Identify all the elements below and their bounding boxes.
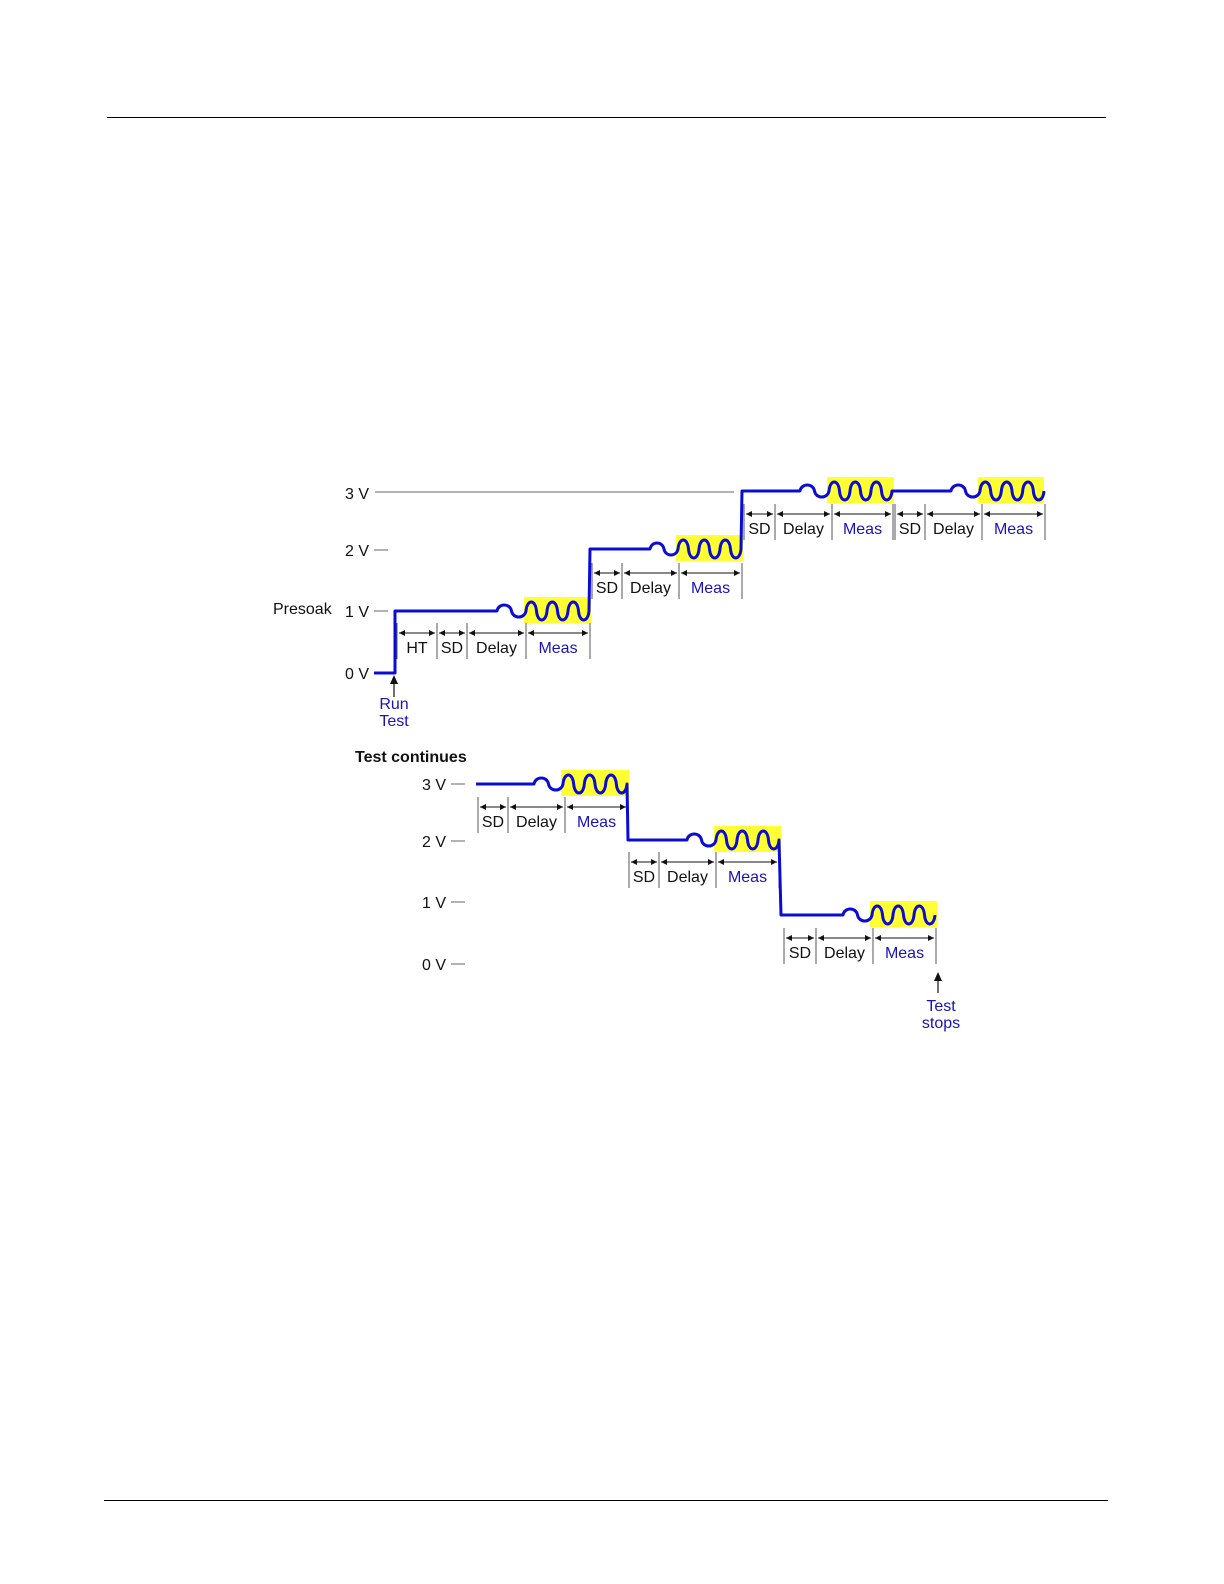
bottom-timing-2v-seg-0-arrow-left-icon xyxy=(631,859,637,865)
top-timing-3v-b-seg-1-label: Delay xyxy=(933,521,974,538)
top-timing-3v-b-seg-2-arrow-left-icon xyxy=(984,511,990,517)
bottom-axis-label-1v: 1 V xyxy=(422,895,446,912)
top-timing-2v-seg-2-arrow-left-icon xyxy=(681,570,687,576)
bottom-axis-label-2v: 2 V xyxy=(422,834,446,851)
top-timing-3v-a-seg-1-arrow-right-icon xyxy=(824,511,830,517)
top-timing-3v-a-seg-0-label: SD xyxy=(748,521,770,538)
top-timing-1v-seg-3-label: Meas xyxy=(538,640,577,657)
bottom-timing-2v-seg-2-label: Meas xyxy=(728,869,767,886)
top-timing-3v-b-seg-1-arrow-left-icon xyxy=(927,511,933,517)
top-timing-1v-seg-2-label: Delay xyxy=(476,640,517,657)
bottom-timing-1v-seg-0-arrow-right-icon xyxy=(808,935,814,941)
bottom-axis-label-0v: 0 V xyxy=(422,957,446,974)
bottom-timing-2v-seg-0-label: SD xyxy=(633,869,655,886)
bottom-timing-2v-seg-1-arrow-right-icon xyxy=(708,859,714,865)
top-timing-1v-seg-1-arrow-right-icon xyxy=(459,630,465,636)
bottom-timing-1v-seg-1-label: Delay xyxy=(824,945,865,962)
top-timing-1v-seg-2-arrow-right-icon xyxy=(518,630,524,636)
top-axis-label-2v: 2 V xyxy=(345,543,369,560)
top-axis-label-0v: 0 V xyxy=(345,666,369,683)
bottom-timing-3v-seg-1-arrow-right-icon xyxy=(557,804,563,810)
top-timing-3v-a-seg-1-arrow-left-icon xyxy=(777,511,783,517)
top-timing-1v-seg-1-arrow-left-icon xyxy=(439,630,445,636)
top-timing-2v-seg-1-arrow-left-icon xyxy=(624,570,630,576)
top-timing-1v-seg-0-label: HT xyxy=(406,640,428,657)
bottom-timing-3v-seg-0-arrow-right-icon xyxy=(500,804,506,810)
top-timing-3v-b-seg-0-label: SD xyxy=(899,521,921,538)
bottom-timing-1v-seg-2-arrow-right-icon xyxy=(928,935,934,941)
test-stops-arrow-icon xyxy=(934,972,942,981)
bottom-axis-label-3v: 3 V xyxy=(422,777,446,794)
test-continues-heading: Test continues xyxy=(355,749,467,766)
top-timing-2v-seg-0-arrow-left-icon xyxy=(594,570,600,576)
bottom-timing-1v-seg-2-arrow-left-icon xyxy=(875,935,881,941)
top-timing-2v-seg-0-arrow-right-icon xyxy=(614,570,620,576)
top-sweep-signal-trace xyxy=(374,482,1044,673)
top-timing-3v-a-seg-2-arrow-right-icon xyxy=(885,511,891,517)
top-axis-label-1v: 1 V xyxy=(345,604,369,621)
top-timing-3v-b-seg-2-arrow-right-icon xyxy=(1037,511,1043,517)
bottom-timing-1v-seg-0-label: SD xyxy=(789,945,811,962)
presoak-label: Presoak xyxy=(273,601,333,618)
bottom-timing-3v-seg-0-arrow-left-icon xyxy=(480,804,486,810)
bottom-timing-3v-seg-1-label: Delay xyxy=(516,814,557,831)
top-timing-1v-seg-1-label: SD xyxy=(441,640,463,657)
top-timing-2v-seg-1-label: Delay xyxy=(630,580,671,597)
top-timing-3v-a-seg-1-label: Delay xyxy=(783,521,824,538)
bottom-timing-3v-seg-2-label: Meas xyxy=(577,814,616,831)
top-timing-1v-seg-3-arrow-left-icon xyxy=(528,630,534,636)
bottom-timing-3v-seg-1-arrow-left-icon xyxy=(510,804,516,810)
top-timing-1v-seg-0-arrow-left-icon xyxy=(399,630,405,636)
bottom-timing-1v-seg-2-label: Meas xyxy=(885,945,924,962)
run-test-label-line2: Test xyxy=(379,713,409,730)
top-axis-label-3v: 3 V xyxy=(345,486,369,503)
top-timing-2v-seg-2-arrow-right-icon xyxy=(734,570,740,576)
bottom-timing-3v-seg-2-arrow-left-icon xyxy=(567,804,573,810)
top-timing-3v-a-seg-0-arrow-right-icon xyxy=(767,511,773,517)
bottom-timing-2v-seg-1-arrow-left-icon xyxy=(661,859,667,865)
bottom-timing-2v-seg-2-arrow-right-icon xyxy=(771,859,777,865)
top-timing-3v-b-seg-1-arrow-right-icon xyxy=(974,511,980,517)
top-timing-2v-seg-0-label: SD xyxy=(596,580,618,597)
bottom-timing-2v-seg-2-arrow-left-icon xyxy=(718,859,724,865)
top-timing-3v-b-seg-0-arrow-left-icon xyxy=(897,511,903,517)
top-timing-3v-b-seg-0-arrow-right-icon xyxy=(917,511,923,517)
top-timing-3v-a-seg-0-arrow-left-icon xyxy=(746,511,752,517)
top-timing-1v-seg-0-arrow-right-icon xyxy=(429,630,435,636)
top-timing-3v-a-seg-2-arrow-left-icon xyxy=(834,511,840,517)
run-test-label-line1: Run xyxy=(379,696,408,713)
test-stops-label-line1: Test xyxy=(926,998,956,1015)
bottom-timing-1v-seg-1-arrow-left-icon xyxy=(818,935,824,941)
run-test-arrow-icon xyxy=(390,675,398,684)
top-timing-1v-seg-3-arrow-right-icon xyxy=(582,630,588,636)
top-timing-2v-seg-1-arrow-right-icon xyxy=(671,570,677,576)
bottom-timing-3v-seg-0-label: SD xyxy=(482,814,504,831)
top-timing-3v-b-seg-2-label: Meas xyxy=(994,521,1033,538)
bottom-sweep-signal-trace xyxy=(476,775,935,924)
bottom-timing-1v-seg-1-arrow-right-icon xyxy=(865,935,871,941)
top-timing-2v-seg-2-label: Meas xyxy=(691,580,730,597)
top-timing-3v-a-seg-2-label: Meas xyxy=(843,521,882,538)
bottom-timing-2v-seg-1-label: Delay xyxy=(667,869,708,886)
bottom-timing-1v-seg-0-arrow-left-icon xyxy=(786,935,792,941)
bottom-timing-2v-seg-0-arrow-right-icon xyxy=(651,859,657,865)
test-stops-label-line2: stops xyxy=(922,1015,960,1032)
top-timing-1v-seg-2-arrow-left-icon xyxy=(469,630,475,636)
bottom-timing-3v-seg-2-arrow-right-icon xyxy=(620,804,626,810)
